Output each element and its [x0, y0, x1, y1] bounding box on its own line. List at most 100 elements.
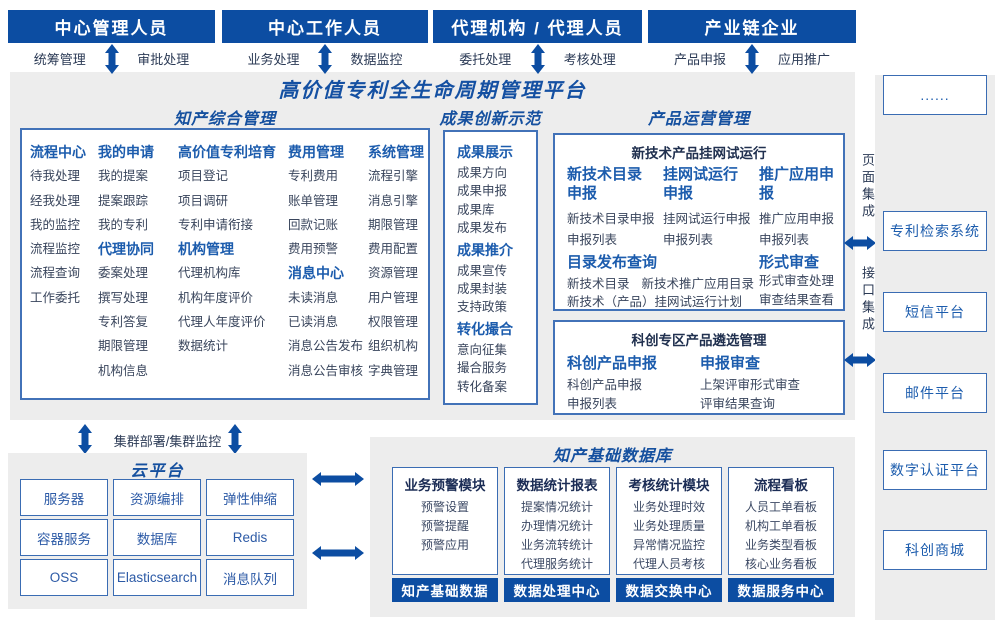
- po-column-header: 新技术目录 申报: [567, 166, 643, 202]
- menu-item: 高价值专利培育: [178, 144, 276, 160]
- page-integration-label: 页面集成: [860, 153, 875, 221]
- po-column-header: 推广应用申报: [759, 166, 835, 202]
- menu-item: 挂网试运行申报: [663, 212, 751, 226]
- menu-item: 成果申报: [457, 184, 508, 199]
- vertical-double-arrow-icon: [228, 424, 242, 454]
- menu-item: 上架评审形式审查: [700, 378, 801, 392]
- role-bar: 产业链企业: [648, 10, 856, 43]
- po-column-online-trial: 挂网试运行 申报 挂网试运行申报申报列表: [663, 165, 755, 251]
- menu-item: 消息中心: [288, 265, 344, 282]
- platform-panel: 高价值专利全生命周期管理平台 知产综合管理 流程中心待我处理经我处理我的监控流程…: [10, 72, 855, 420]
- menu-item: 项目登记: [178, 169, 229, 184]
- role-group-industry-chain: 产业链企业 产品申报 应用推广: [648, 10, 856, 74]
- menu-item: 办理情况统计: [520, 519, 593, 533]
- third-party-system: ......: [883, 75, 987, 115]
- menu-item: 异常情况监控: [632, 538, 705, 552]
- interface-integration-label: 接口集成: [860, 266, 875, 334]
- po-column-header: 挂网试运行 申报: [663, 166, 739, 202]
- cloud-service: 服务器: [20, 479, 108, 516]
- menu-item: 用户管理: [368, 290, 419, 305]
- menu-item: 新技术（产品）挂网试运行计划: [567, 295, 743, 309]
- cluster-label: 集群部署/集群监控: [113, 434, 222, 449]
- menu-item: 新技术目录申报: [567, 212, 655, 226]
- vertical-double-arrow-icon: [78, 424, 92, 454]
- menu-item: 申报列表: [759, 233, 810, 247]
- section-title-product-ops: 产品运营管理: [647, 111, 750, 128]
- ip-column-my-applications: 我的申请我的提案提案跟踪我的专利代理协同委案处理撰写处理专利答复期限管理机构信息: [98, 140, 154, 383]
- horizontal-double-arrow-icon: [312, 472, 364, 486]
- ip-column-system-management: 系统管理流程引擎消息引擎期限管理费用配置资源管理用户管理权限管理组织机构字典管理: [368, 140, 424, 383]
- menu-item: 项目调研: [178, 193, 229, 208]
- module-assessment-statistics: 考核统计模块 业务处理时效业务处理质量异常情况监控代理人员考核: [616, 467, 722, 575]
- module-title: 流程看板: [754, 478, 808, 493]
- menu-item: 已读消息: [288, 315, 339, 330]
- module-process-kanban: 流程看板 人员工单看板机构工单看板业务类型看板核心业务看板: [728, 467, 834, 575]
- po-column-header: 目录发布查询: [567, 254, 658, 271]
- role-group-center-managers: 中心管理人员 统筹管理 审批处理: [8, 10, 215, 74]
- menu-item: 转化备案: [457, 379, 508, 394]
- menu-item: 新技术目录: [567, 277, 630, 291]
- menu-item: 费用管理: [288, 144, 344, 160]
- role-action-label: 业务处理: [247, 51, 300, 67]
- role-bar: 中心管理人员: [8, 10, 215, 43]
- po-column-new-tech-catalog: 新技术目录 申报 新技术目录申报申报列表: [567, 165, 659, 251]
- ip-column-patent-cultivation: 高价值专利培育项目登记项目调研专利申请衔接机构管理代理机构库机构年度评价代理人年…: [178, 140, 276, 359]
- role-action-label: 产品申报: [673, 51, 726, 67]
- menu-item: 流程查询: [30, 266, 81, 281]
- menu-item: 流程中心: [30, 144, 86, 160]
- menu-item: 撮合服务: [457, 361, 508, 376]
- menu-item: 经我处理: [30, 193, 81, 208]
- product-ops-trial-box: 新技术产品挂网试运行 新技术目录 申报 新技术目录申报申报列表 挂网试运行 申报…: [553, 133, 845, 311]
- menu-item: 未读消息: [288, 290, 339, 305]
- third-party-system: 专利检索系统: [883, 211, 987, 251]
- menu-item: 成果宣传: [457, 263, 508, 278]
- menu-item: 流程引擎: [368, 169, 419, 184]
- menu-item: 业务类型看板: [744, 538, 817, 552]
- third-party-system: 邮件平台: [883, 373, 987, 413]
- menu-item: 我的专利: [98, 217, 149, 232]
- menu-item: 回款记账: [288, 217, 339, 232]
- menu-item: 期限管理: [98, 339, 149, 354]
- cloud-service: Redis: [206, 519, 294, 556]
- menu-item: 评审结果查询: [700, 397, 776, 411]
- menu-item: 专利答复: [98, 315, 149, 330]
- menu-item: 人员工单看板: [744, 500, 817, 514]
- menu-item: 核心业务看板: [744, 557, 817, 571]
- role-action-label: 应用推广: [777, 51, 830, 67]
- section-title-ip-management: 知产综合管理: [173, 111, 276, 128]
- cloud-title: 云平台: [130, 463, 185, 480]
- menu-item: 业务处理质量: [632, 519, 705, 533]
- vertical-double-arrow-icon: [104, 44, 119, 74]
- footer-bar-data-exchange: 数据交换中心: [616, 578, 722, 602]
- menu-item: 代理服务统计: [520, 557, 593, 571]
- menu-item: 业务处理时效: [632, 500, 705, 514]
- menu-item: 我的申请: [98, 144, 154, 160]
- menu-item: 机构信息: [98, 363, 149, 378]
- menu-item: 申报列表: [663, 233, 714, 247]
- menu-item: 费用预警: [288, 242, 339, 257]
- menu-item: 成果库: [457, 202, 495, 217]
- po-column-header: 申报审查: [700, 355, 761, 372]
- menu-item: 支持政策: [457, 300, 508, 315]
- menu-item: 委案处理: [98, 266, 149, 281]
- ip-column-fee-management: 费用管理专利费用账单管理回款记账费用预警消息中心未读消息已读消息消息公告发布消息…: [288, 140, 363, 383]
- menu-item: 代理人年度评价: [178, 315, 266, 330]
- product-ops-selection-box: 科创专区产品遴选管理 科创产品申报 科创产品申报申报列表 申报审查 上架评审形式…: [553, 320, 845, 415]
- menu-item: 数据统计: [178, 339, 229, 354]
- menu-item: 代理人员考核: [632, 557, 705, 571]
- module-business-warning: 业务预警模块 预警设置预警提醒预警应用: [392, 467, 498, 575]
- po-column-promotion: 推广应用申报 推广应用申报申报列表: [759, 165, 841, 251]
- menu-item: 意向征集: [457, 342, 508, 357]
- role-action-label: 考核处理: [563, 51, 616, 67]
- menu-item: 组织机构: [368, 339, 419, 354]
- cloud-service: 资源编排: [113, 479, 201, 516]
- po-column-sci-product: 科创产品申报 科创产品申报申报列表: [567, 354, 695, 414]
- role-action-label: 统筹管理: [33, 51, 86, 67]
- footer-bar-data-service: 数据服务中心: [728, 578, 834, 602]
- menu-item: 消息公告发布: [288, 339, 364, 354]
- menu-item: 流程监控: [30, 242, 81, 257]
- menu-item: 字典管理: [368, 363, 419, 378]
- menu-item: 预警应用: [420, 538, 469, 552]
- cloud-service: OSS: [20, 559, 108, 596]
